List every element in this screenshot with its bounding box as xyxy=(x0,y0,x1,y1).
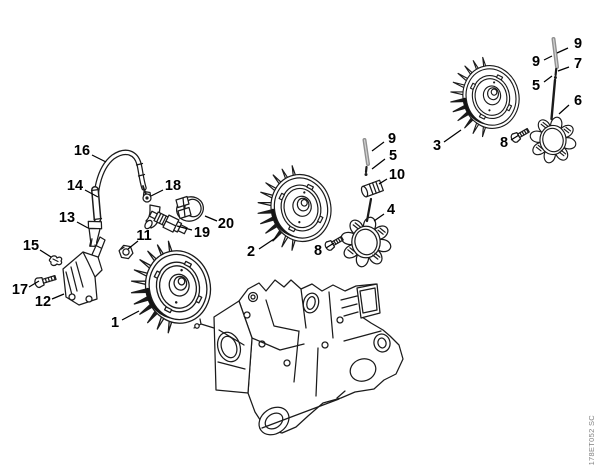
callout-number-11: 11 xyxy=(136,228,151,244)
callout-leader-4 xyxy=(373,213,385,222)
callout-number-10: 10 xyxy=(389,167,405,183)
callout-leader-6 xyxy=(558,104,570,115)
armature-ring-4 xyxy=(340,216,392,268)
callout-leader-9 xyxy=(371,141,385,152)
callout-number-1: 1 xyxy=(111,315,119,331)
callout-leader-17 xyxy=(28,280,40,288)
callout-leader-19 xyxy=(176,225,193,231)
callout-leader-15 xyxy=(39,249,52,258)
callout-number-15: 15 xyxy=(23,238,39,254)
armature-ring-6 xyxy=(529,116,577,164)
case-bolt xyxy=(321,341,329,349)
callout-leader-9 xyxy=(556,47,569,54)
top-boss-left-hole xyxy=(250,294,256,300)
callout-leader-18 xyxy=(150,189,164,197)
callout-leader-3 xyxy=(443,129,462,143)
foot-ring xyxy=(258,406,290,436)
callout-number-7: 7 xyxy=(574,56,582,72)
callout-leader-5 xyxy=(371,158,386,170)
callout-number-4: 4 xyxy=(387,202,395,218)
detent-5-middle xyxy=(364,165,368,176)
top-boss-center-hole xyxy=(306,296,316,310)
callout-number-5: 5 xyxy=(389,148,397,164)
flywheel-key-10 xyxy=(360,179,384,198)
plug-boot-13 xyxy=(87,220,103,247)
callout-number-12: 12 xyxy=(35,294,51,310)
callout-number-3: 3 xyxy=(433,138,441,154)
ignition-lead-16 xyxy=(93,149,147,222)
callout-number-8: 8 xyxy=(500,135,508,151)
callout-leader-12 xyxy=(51,293,65,300)
crankcase-arm-bolt xyxy=(194,323,200,329)
callout-number-16: 16 xyxy=(74,143,90,159)
top-boss-left xyxy=(247,291,259,303)
callout-leader-10 xyxy=(378,178,388,185)
callout-number-20: 20 xyxy=(218,216,234,232)
crank-stub-inner xyxy=(377,337,387,349)
callout-number-9: 9 xyxy=(574,36,582,52)
spring-clip-15 xyxy=(48,255,63,267)
callout-leader-8 xyxy=(510,134,520,141)
callout-leader-13 xyxy=(76,221,89,229)
fan-plate-opening-inner xyxy=(220,335,238,359)
lead-band xyxy=(135,162,146,177)
callout-leader-20 xyxy=(204,215,218,222)
shroud-grommet-20 xyxy=(175,195,204,222)
crank-stub xyxy=(373,333,391,353)
lead-sleeve-14 xyxy=(90,186,103,223)
case-ribs xyxy=(251,288,382,429)
right-plate-inner xyxy=(359,287,378,314)
callout-number-18: 18 xyxy=(165,178,181,194)
callout-leader-2 xyxy=(258,236,278,250)
terminal-cap-18 xyxy=(142,190,152,203)
callout-number-8: 8 xyxy=(314,243,322,259)
callout-number-2: 2 xyxy=(247,244,255,260)
callout-number-9: 9 xyxy=(388,131,396,147)
screw-8-right xyxy=(510,127,530,143)
callout-leader-5 xyxy=(543,75,553,83)
callout-leader-8 xyxy=(325,242,335,249)
fan-plate-ribs xyxy=(217,329,246,370)
flywheel-3 xyxy=(450,56,520,138)
flywheel-1 xyxy=(130,240,212,334)
callout-leader-11 xyxy=(127,240,139,250)
figure-code-watermark: 178ET052 SC xyxy=(587,414,596,465)
oil-pump-boss xyxy=(349,358,377,382)
ignition-module-12 xyxy=(62,236,106,306)
crankcase xyxy=(193,279,404,436)
flywheel-2 xyxy=(257,165,332,251)
callout-number-5: 5 xyxy=(532,78,540,94)
pin-9-right xyxy=(551,37,559,69)
callout-leader-14 xyxy=(84,189,99,198)
callout-leader-16 xyxy=(91,154,107,163)
callout-leader-7 xyxy=(557,66,570,72)
callout-number-19: 19 xyxy=(194,225,210,241)
screw-8-middle xyxy=(324,235,344,251)
case-bolt xyxy=(243,311,251,319)
pin-9-middle xyxy=(362,138,370,166)
case-bolt xyxy=(283,359,291,367)
rod-7 xyxy=(550,78,557,121)
callout-number-14: 14 xyxy=(67,178,83,194)
rod-to-stator-4 xyxy=(365,197,373,223)
callout-leader-9 xyxy=(543,55,553,61)
mounting-screw-17 xyxy=(34,274,57,289)
case-bolt xyxy=(336,316,344,324)
callout-number-6: 6 xyxy=(574,93,582,109)
callout-number-17: 17 xyxy=(12,282,28,298)
callout-leader-1 xyxy=(121,310,140,321)
callout-number-9: 9 xyxy=(532,54,540,70)
callout-number-13: 13 xyxy=(59,210,75,226)
detent-5-right xyxy=(553,67,558,79)
